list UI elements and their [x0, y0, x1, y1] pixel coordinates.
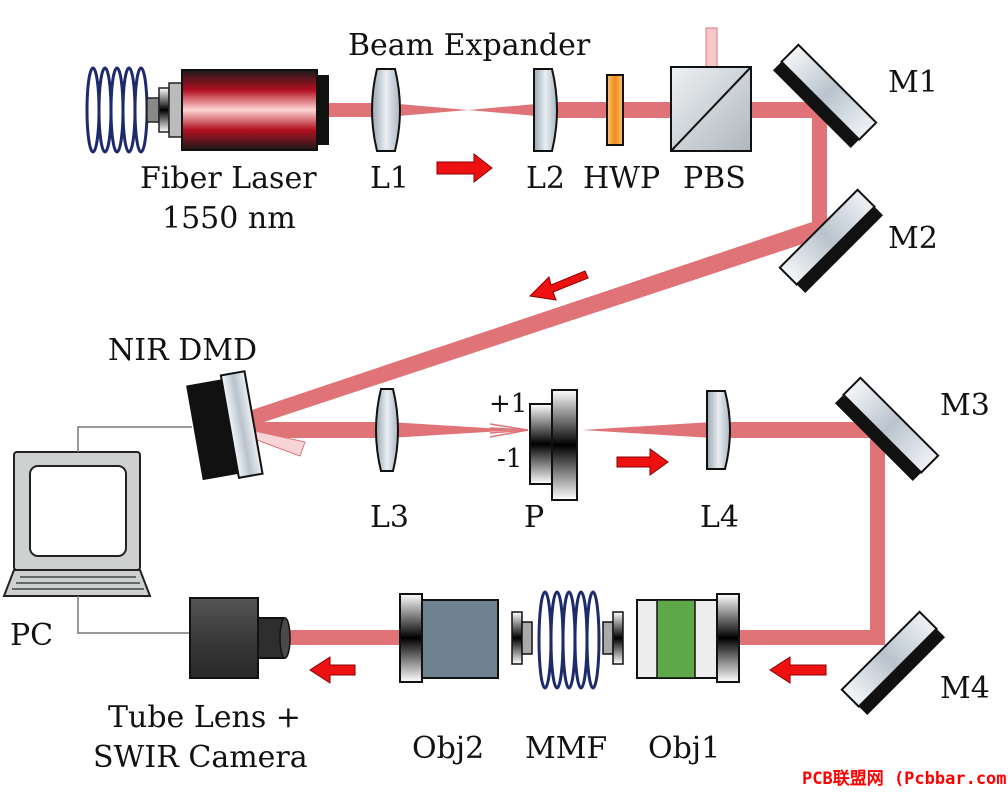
label-l1: L1: [370, 161, 409, 196]
laser-body-icon: [181, 69, 318, 151]
beam-expander-section: [387, 103, 548, 117]
label-beam-expander: Beam Expander: [348, 28, 591, 63]
arrow-left-icon: [309, 656, 356, 684]
label-l2: L2: [526, 161, 565, 196]
hwp-icon: [606, 74, 624, 146]
label-hwp: HWP: [583, 161, 660, 196]
beam-m3-to-m4: [870, 430, 885, 645]
objective-obj1-icon: [636, 593, 740, 683]
label-pbs: PBS: [683, 161, 746, 196]
multimode-fiber-mmf-icon: [511, 590, 624, 690]
mirror-m2-icon: [778, 188, 884, 294]
objective-obj2-icon: [399, 593, 499, 683]
beam-m1-to-m2: [812, 110, 827, 233]
label-mmf: MMF: [525, 731, 607, 766]
mirror-m3-icon: [834, 376, 940, 482]
fiber-coil-icon: [85, 66, 149, 154]
label-swir-camera: SWIR Camera: [93, 740, 308, 775]
label-obj2: Obj2: [412, 731, 484, 766]
fiber-connector-icon: [146, 97, 160, 123]
watermark-text: PCB联盟网 (Pcbbar.com): [802, 769, 1008, 789]
arrow-left-icon: [528, 270, 589, 301]
laser-aperture-icon: [317, 75, 329, 145]
mirror-m1-icon: [772, 43, 878, 149]
beam-l4-to-m3: [712, 422, 877, 438]
label-m3: M3: [940, 388, 990, 423]
label-m2: M2: [888, 221, 938, 256]
dmd-icon: [186, 370, 264, 481]
arrow-right-icon: [436, 152, 493, 184]
label-m4: M4: [940, 671, 990, 706]
label-pc: PC: [10, 618, 53, 653]
label-m1: M1: [888, 65, 938, 100]
lens-l4-icon: [706, 390, 731, 470]
beam-m2-to-dmd: [240, 222, 827, 428]
beam-paths: [240, 27, 885, 645]
label-l4: L4: [700, 500, 739, 535]
label-obj1: Obj1: [648, 731, 720, 766]
label-minus-one-order: -1: [497, 444, 522, 474]
label-p: P: [524, 500, 544, 535]
beam-m4-to-obj1: [735, 630, 885, 645]
fiber-laser: [85, 66, 329, 154]
label-fiber-laser: Fiber Laser: [140, 161, 317, 196]
lens-l2-icon: [533, 68, 558, 152]
arrow-left-icon: [769, 656, 827, 684]
beam-dmd-to-l3: [246, 422, 389, 438]
label-l3: L3: [370, 500, 409, 535]
pbs-icon: [670, 66, 752, 152]
label-nir-dmd: NIR DMD: [108, 333, 257, 368]
arrow-right-icon: [616, 448, 669, 476]
phase-plate-p-icon: [529, 389, 578, 501]
label-fiber-laser-wavelength: 1550 nm: [162, 201, 296, 236]
pc-icon: [2, 426, 192, 634]
beam-l3-to-p: [389, 422, 520, 438]
mirror-m4-icon: [840, 610, 946, 716]
lens-l3-icon: [375, 388, 399, 472]
beam-p-to-l4: [582, 422, 712, 438]
beam-obj2-to-camera: [290, 630, 405, 645]
diffraction-rays: [489, 423, 529, 438]
direction-arrows: [309, 152, 827, 684]
lens-l1-icon: [371, 68, 401, 152]
swir-camera-icon: [189, 597, 291, 679]
label-plus-one-order: +1: [489, 389, 527, 419]
label-tube-lens: Tube Lens +: [108, 700, 301, 735]
beam-pbs-reflected: [705, 27, 718, 69]
